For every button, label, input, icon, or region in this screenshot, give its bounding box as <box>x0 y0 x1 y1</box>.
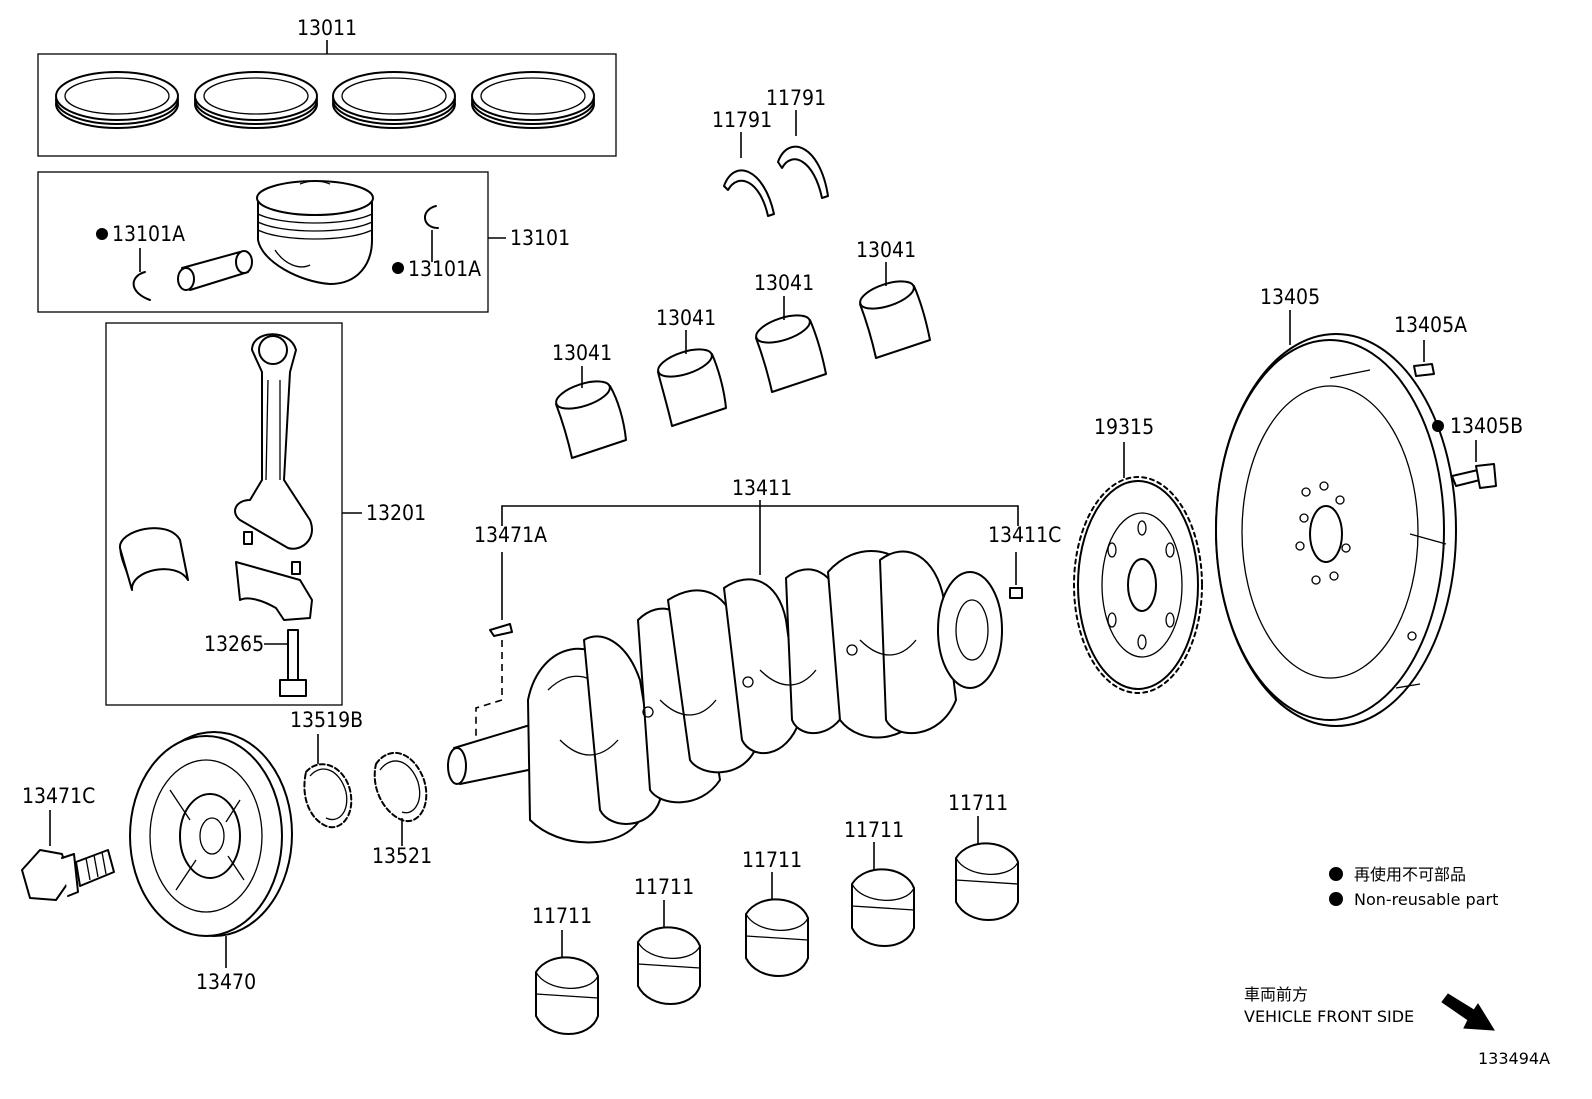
rod-bearing-1: 13041 <box>552 341 627 459</box>
piston-ring-3 <box>332 71 456 129</box>
crank-gear: 13521 <box>372 752 432 868</box>
rod-bearing-half <box>118 527 189 591</box>
vehicle-front-side: 車両前方 VEHICLE FRONT SIDE <box>1244 985 1495 1031</box>
rod-bolt: 13265 <box>204 629 307 697</box>
front-side-japanese: 車両前方 <box>1244 985 1308 1004</box>
piston-ring-2 <box>194 71 318 129</box>
drive-plate-pin: 13405A <box>1394 313 1467 377</box>
front-arrow-icon <box>1441 993 1495 1031</box>
piston-ring-set: 13011 <box>37 16 617 157</box>
label-11711-4: 11711 <box>844 818 904 842</box>
main-bearing-4: 11711 <box>844 818 915 947</box>
label-13519B: 13519B <box>290 708 363 732</box>
drive-plate: 13405 <box>1215 285 1457 727</box>
rod-bearing-3: 13041 <box>754 271 827 393</box>
label-13405A: 13405A <box>1394 313 1467 337</box>
diagram-code: 133494A <box>1478 1049 1550 1068</box>
label-13041-2: 13041 <box>656 306 716 330</box>
piston-ring-4 <box>471 71 595 129</box>
label-13011: 13011 <box>297 16 357 40</box>
piston-set: 13101 13101A 13101A <box>37 171 570 313</box>
rod-bearings: 13041 13041 13041 13041 <box>552 238 931 459</box>
label-13041-3: 13041 <box>754 271 814 295</box>
label-13041-1: 13041 <box>552 341 612 365</box>
thrust-washers: 11791 11791 <box>712 86 829 217</box>
timing-rotor: 19315 <box>1073 415 1203 694</box>
label-13265: 13265 <box>204 632 264 656</box>
label-13405B: 13405B <box>1450 414 1523 438</box>
label-11711-2: 11711 <box>634 875 694 899</box>
label-13521: 13521 <box>372 844 432 868</box>
label-13470: 13470 <box>196 970 256 994</box>
main-bearing-1: 11711 <box>532 904 599 1035</box>
connecting-rod-set: 13201 13265 <box>105 322 426 706</box>
pulley-bolt: 13471C <box>21 784 115 901</box>
label-13101: 13101 <box>510 226 570 250</box>
label-13471A: 13471A <box>474 523 547 547</box>
front-side-english: VEHICLE FRONT SIDE <box>1244 1007 1414 1026</box>
label-13201: 13201 <box>366 501 426 525</box>
legend-english: Non-reusable part <box>1354 890 1498 909</box>
main-bearing-5: 11711 <box>948 791 1019 921</box>
connecting-rod <box>234 333 313 550</box>
drive-plate-bolt: 13405B <box>1432 414 1523 489</box>
label-11711-1: 11711 <box>532 904 592 928</box>
label-13471C: 13471C <box>22 784 95 808</box>
crankshaft <box>447 550 1003 844</box>
main-bearing-2: 11711 <box>634 875 701 1005</box>
crank-sprocket: 13519B <box>290 708 363 829</box>
label-13101A-left: 13101A <box>112 222 185 246</box>
non-reusable-dot-icon <box>1329 867 1343 881</box>
rod-bearing-2: 13041 <box>656 306 727 427</box>
piston-ring-1 <box>55 71 179 129</box>
piston-pin <box>177 250 253 291</box>
label-13101A-right: 13101A <box>408 257 481 281</box>
crank-pulley: 13470 <box>129 731 293 994</box>
snap-ring-left: 13101A <box>96 222 185 301</box>
label-11791-left: 11791 <box>712 108 772 132</box>
label-13411: 13411 <box>732 476 792 500</box>
label-11711-5: 11711 <box>948 791 1008 815</box>
legend-japanese: 再使用不可部品 <box>1354 865 1466 884</box>
label-13405: 13405 <box>1260 285 1320 309</box>
piston <box>256 180 374 285</box>
main-bearing-3: 11711 <box>742 848 809 977</box>
legend: 再使用不可部品 Non-reusable part <box>1329 865 1498 909</box>
rod-cap <box>235 531 313 621</box>
crankshaft-assembly: 13411 13471A 13411C <box>447 476 1061 844</box>
label-11791-right: 11791 <box>766 86 826 110</box>
main-bearings: 11711 11711 11711 11711 <box>532 791 1019 1035</box>
label-13041-4: 13041 <box>856 238 916 262</box>
label-11711-3: 11711 <box>742 848 802 872</box>
non-reusable-dot-icon-2 <box>1329 892 1343 906</box>
label-19315: 19315 <box>1094 415 1154 439</box>
rod-bearing-4: 13041 <box>856 238 931 359</box>
label-13411C: 13411C <box>988 523 1061 547</box>
snap-ring-right: 13101A <box>392 205 481 281</box>
